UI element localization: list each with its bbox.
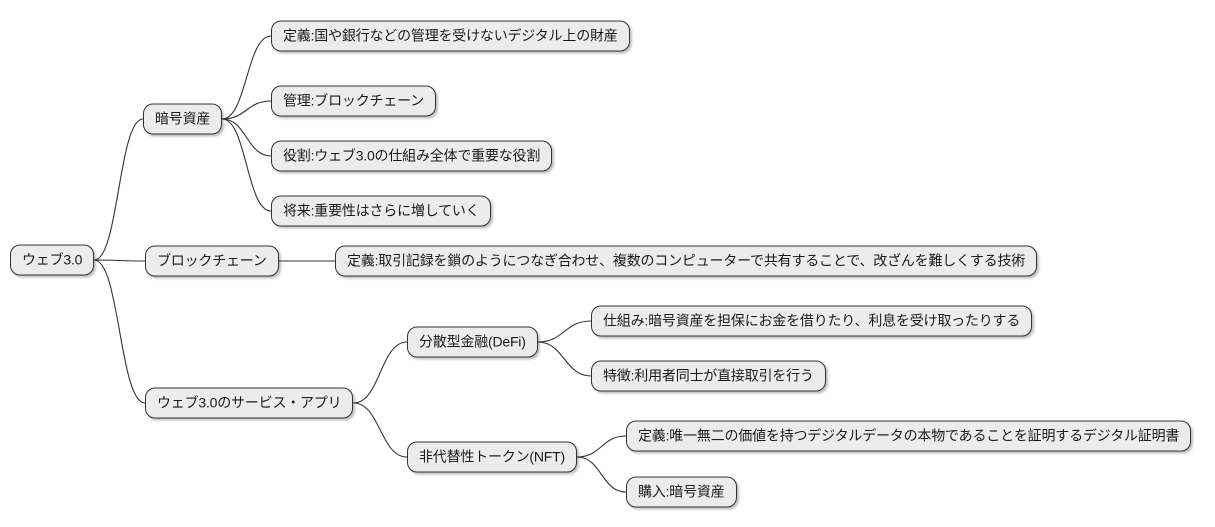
edge-crypto-c3: [222, 118, 272, 157]
node-bc: ブロックチェーン: [145, 245, 279, 277]
node-crypto: 暗号資産: [143, 103, 223, 135]
edge-nft-n1: [576, 435, 627, 458]
node-c3: 役割:ウェブ3.0の仕組み全体で重要な役割: [271, 140, 553, 172]
node-root: ウェブ3.0: [10, 244, 95, 276]
edge-crypto-c4: [222, 118, 272, 212]
edge-defi-d2: [537, 341, 592, 377]
node-bc1: 定義:取引記録を鎖のようにつなぎ合わせ、複数のコンピューターで共有することで、改…: [335, 245, 1038, 277]
edge-svc-nft: [353, 402, 408, 458]
edge-root-bc: [94, 259, 146, 262]
node-d2: 特徴:利用者同士が直接取引を行う: [591, 360, 826, 392]
node-c1: 定義:国や銀行などの管理を受けないデジタル上の財産: [271, 20, 630, 52]
node-c4: 将来:重要性はさらに増していく: [271, 195, 492, 227]
node-svc: ウェブ3.0のサービス・アプリ: [145, 387, 354, 419]
edge-svc-defi: [353, 341, 408, 404]
node-defi: 分散型金融(DeFi): [407, 326, 538, 358]
edge-root-svc: [94, 259, 146, 404]
node-nft: 非代替性トークン(NFT): [407, 441, 577, 473]
node-d1: 仕組み:暗号資産を担保にお金を借りたり、利息を受け取ったりする: [591, 305, 1033, 337]
edge-defi-d1: [537, 320, 592, 343]
edge-root-crypto: [94, 118, 144, 261]
edge-crypto-c2: [222, 100, 272, 120]
node-n2: 購入:暗号資産: [626, 476, 737, 508]
node-c2: 管理:ブロックチェーン: [271, 85, 436, 117]
edge-nft-n2: [576, 456, 627, 493]
edge-crypto-c1: [222, 35, 272, 120]
node-n1: 定義:唯一無二の価値を持つデジタルデータの本物であることを証明するデジタル証明書: [626, 420, 1192, 452]
